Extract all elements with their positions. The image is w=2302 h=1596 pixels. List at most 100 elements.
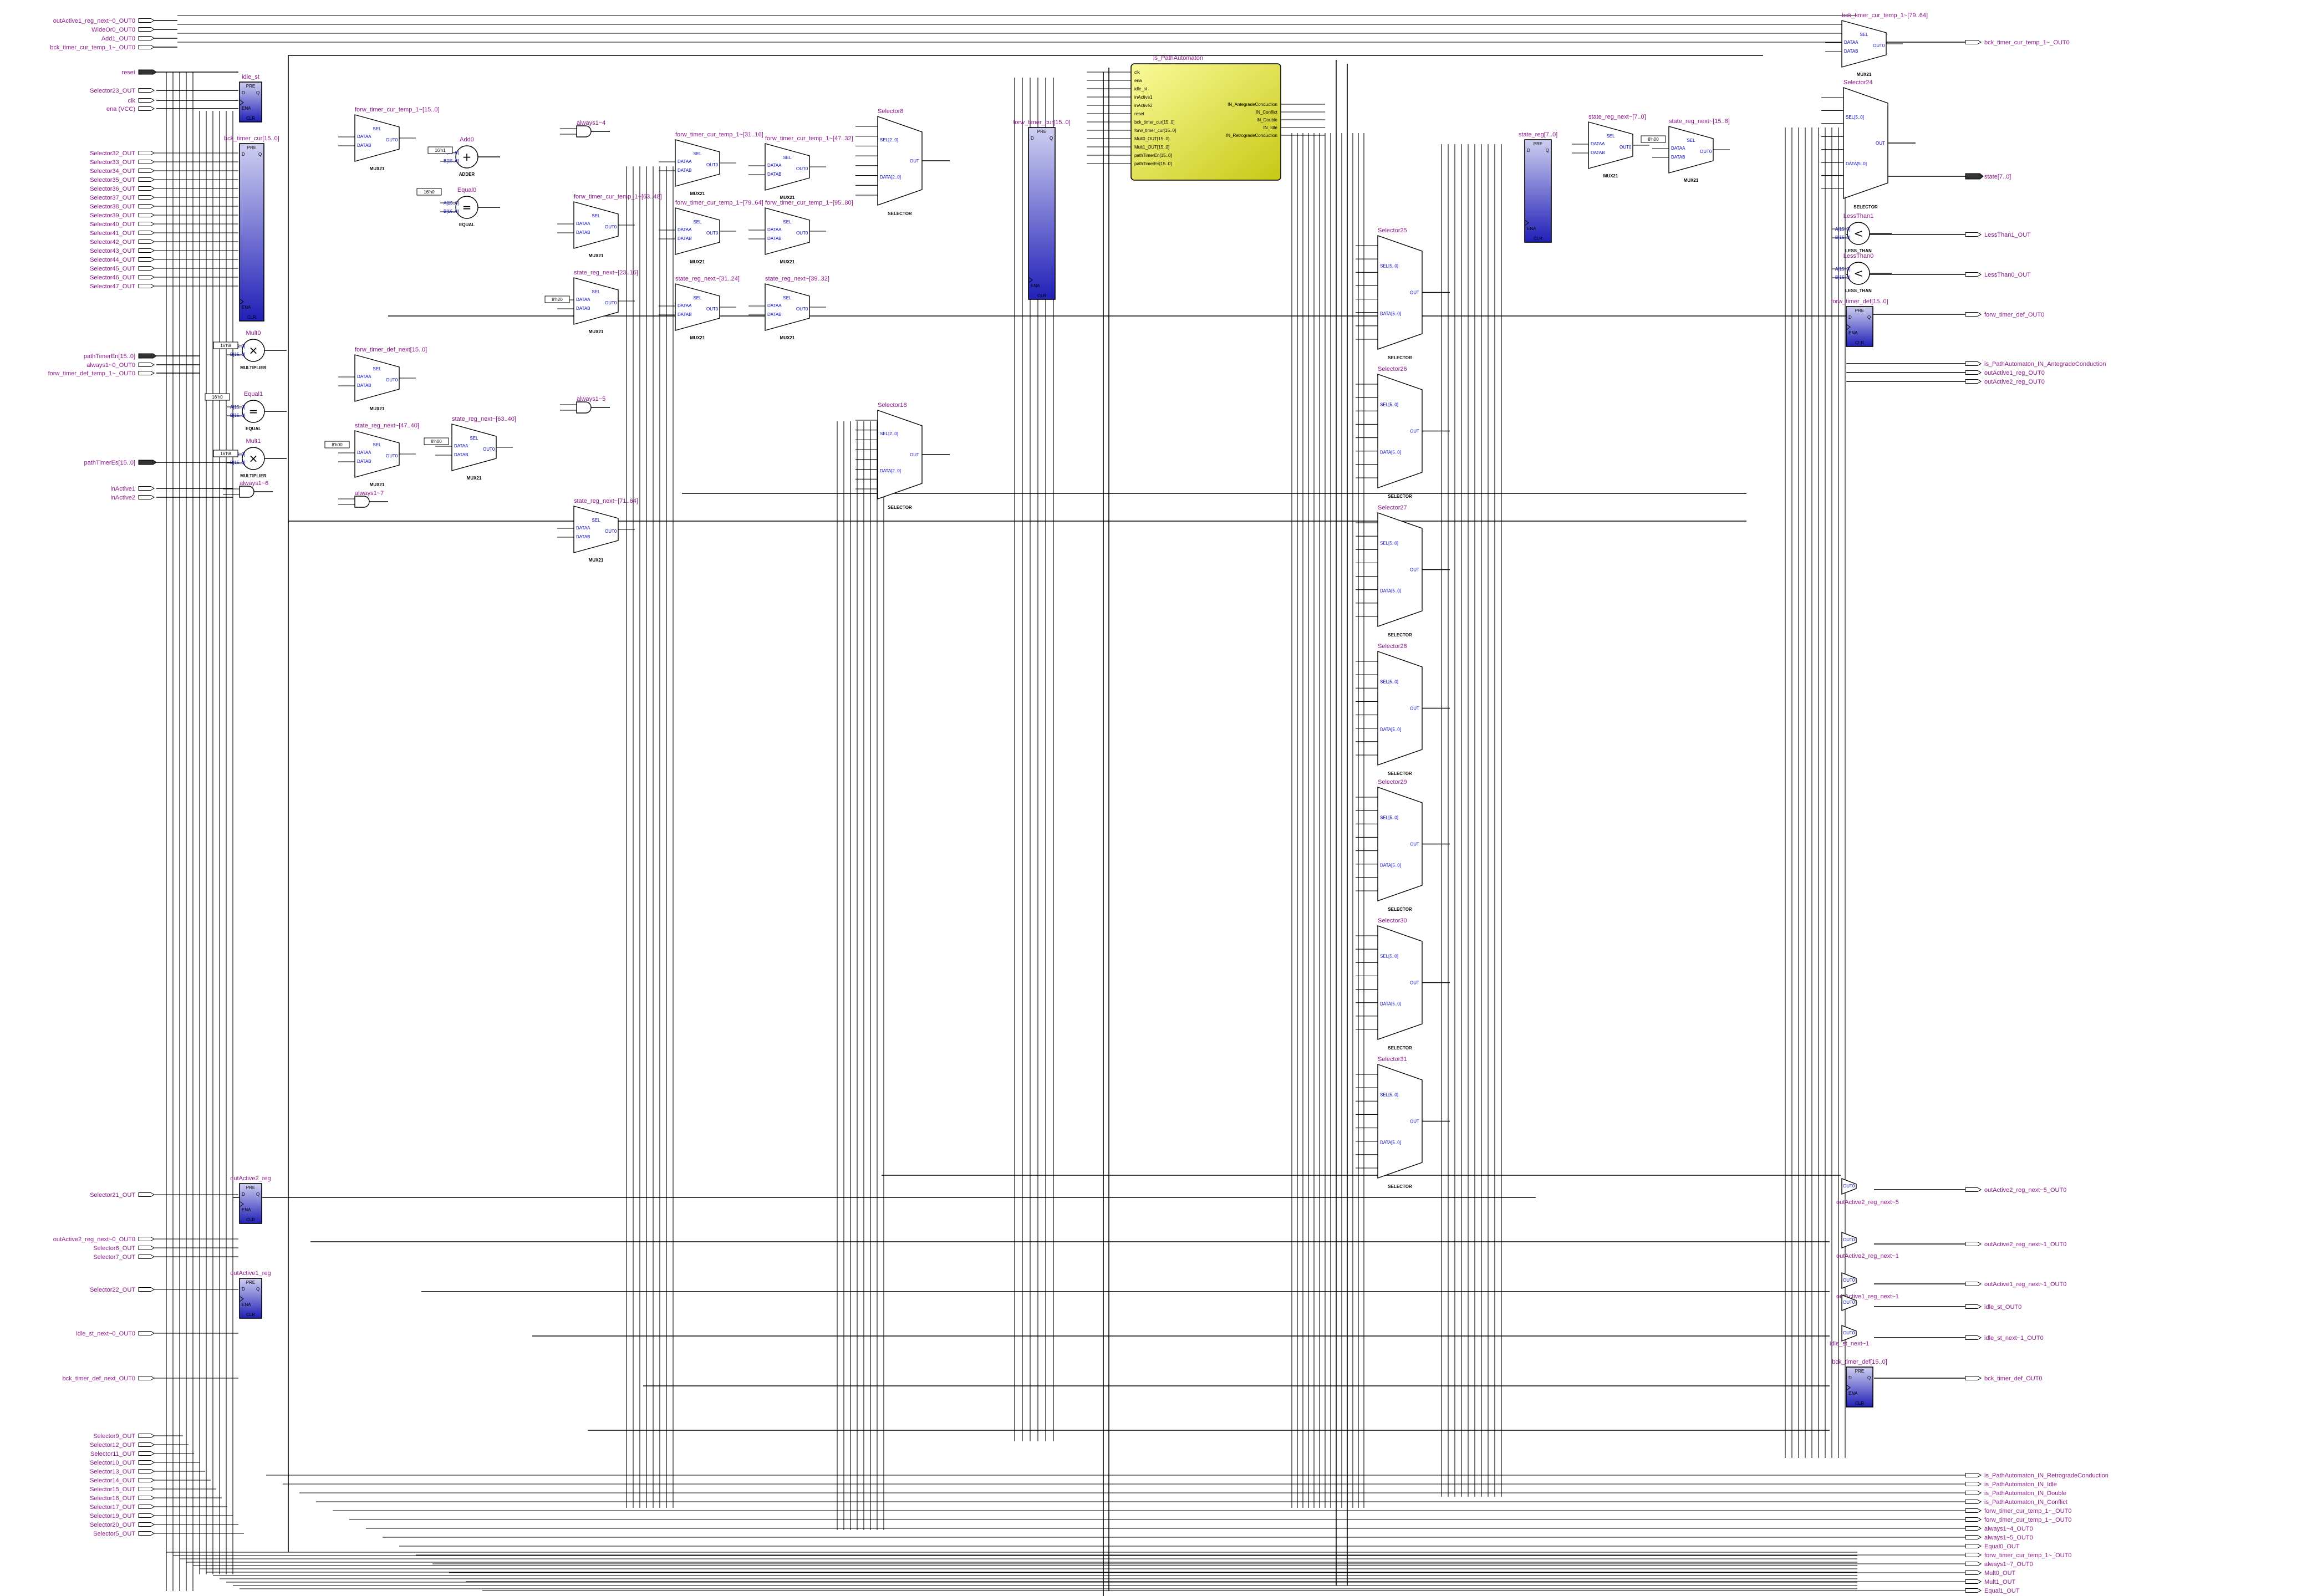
- mux-col4-b[interactable]: forw_timer_cur_temp_1~[95..80]SELDATAADA…: [765, 200, 853, 264]
- input-port[interactable]: Selector10_OUT: [90, 1460, 155, 1466]
- input-port[interactable]: Selector37_OUT: [90, 195, 155, 201]
- mux-forw-timer-cur-temp[interactable]: forw_timer_cur_temp_1~[15..0]SELDATAADAT…: [354, 106, 440, 171]
- input-port[interactable]: Selector7_OUT: [93, 1254, 155, 1261]
- input-port[interactable]: Selector22_OUT: [90, 1287, 155, 1293]
- op-equal1[interactable]: Equal1=A[15..0]B[15..0]EQUAL: [230, 391, 265, 431]
- output-port[interactable]: is_PathAutomaton_IN_RetrogradeConduction: [1965, 1472, 2109, 1479]
- input-port[interactable]: Selector17_OUT: [90, 1504, 155, 1511]
- input-port[interactable]: Selector38_OUT: [90, 203, 155, 210]
- input-port[interactable]: Selector20_OUT: [90, 1522, 155, 1528]
- input-port[interactable]: outActive1_reg_next~0_OUT0: [53, 18, 155, 24]
- output-port[interactable]: outActive2_reg_OUT0: [1965, 379, 2045, 385]
- output-port[interactable]: is_PathAutomaton_IN_Idle: [1965, 1481, 2057, 1488]
- output-port[interactable]: outActive1_reg_OUT0: [1965, 370, 2045, 376]
- fsm-block[interactable]: is_PathAutomaton clkenaidle_stinActive1i…: [1130, 55, 1281, 181]
- op-add0[interactable]: Add0+A[15..0]B[15..0]ADDER: [444, 136, 478, 177]
- gate-always1-5[interactable]: always1~5: [576, 396, 605, 414]
- output-port[interactable]: forw_timer_cur_temp_1~_OUT0: [1965, 1517, 2071, 1523]
- input-port[interactable]: Selector34_OUT: [90, 168, 155, 175]
- mux-col3-b[interactable]: forw_timer_cur_temp_1~[79..64]SELDATAADA…: [675, 200, 763, 264]
- input-port[interactable]: Selector13_OUT: [90, 1468, 155, 1475]
- input-port[interactable]: Selector45_OUT: [90, 266, 155, 272]
- output-port[interactable]: LessThan1_OUT: [1965, 232, 2031, 238]
- input-port[interactable]: Add1_OUT0: [101, 35, 155, 42]
- mux-col3-c[interactable]: state_reg_next~[31..24]SELDATAADATABOUT0…: [675, 276, 740, 340]
- mux-state-reg-next-a[interactable]: state_reg_next~[47..40]SELDATAADATABOUT0…: [354, 422, 419, 487]
- input-port[interactable]: Selector43_OUT: [90, 248, 155, 254]
- op-mult0[interactable]: Mult0×A[15..0]B[15..0]MULTIPLIER: [230, 330, 267, 370]
- input-port[interactable]: Selector9_OUT: [93, 1433, 155, 1440]
- input-port[interactable]: Selector33_OUT: [90, 159, 155, 166]
- output-port[interactable]: forw_timer_def_OUT0: [1965, 312, 2044, 318]
- input-port[interactable]: Selector36_OUT: [90, 186, 155, 192]
- input-port[interactable]: Selector11_OUT: [90, 1451, 155, 1457]
- output-port[interactable]: idle_st_next~1_OUT0: [1965, 1335, 2044, 1342]
- output-port[interactable]: state[7..0]: [1965, 173, 2011, 180]
- mux-state-reg-next-b[interactable]: state_reg_next~[63..40]SELDATAADATABOUT0…: [451, 416, 516, 481]
- output-port[interactable]: Mult1_OUT: [1965, 1579, 2016, 1585]
- output-port[interactable]: forw_timer_cur_temp_1~_OUT0: [1965, 1552, 2071, 1559]
- input-port[interactable]: pathTimerEn[15..0]: [84, 353, 157, 360]
- input-port[interactable]: Selector14_OUT: [90, 1477, 155, 1484]
- mux-col4-c[interactable]: state_reg_next~[39..32]SELDATAADATABOUT0…: [765, 276, 829, 340]
- gate-always1-6[interactable]: always1~6: [239, 480, 268, 498]
- output-port[interactable]: Equal1_OUT: [1965, 1588, 2020, 1594]
- output-port[interactable]: idle_st_OUT0: [1965, 1304, 2021, 1311]
- gate-always1-4[interactable]: always1~4: [576, 120, 605, 137]
- mux-state-next-right-b[interactable]: state_reg_next~[15..8]SELDATAADATABOUT0M…: [1668, 118, 1730, 183]
- input-port[interactable]: Selector23_OUT: [90, 88, 155, 94]
- input-port[interactable]: Selector41_OUT: [90, 230, 155, 237]
- input-port[interactable]: always1~0_OUT0: [86, 362, 155, 369]
- input-port[interactable]: Selector35_OUT: [90, 177, 155, 183]
- output-port[interactable]: outActive1_reg_next~1_OUT0: [1965, 1281, 2066, 1288]
- gate-idle-st[interactable]: OUT0: [1841, 1294, 1857, 1312]
- input-port[interactable]: bck_timer_cur_temp_1~_OUT0: [50, 44, 155, 51]
- input-port[interactable]: Selector16_OUT: [90, 1495, 155, 1502]
- output-port[interactable]: Equal0_OUT: [1965, 1543, 2020, 1550]
- input-port[interactable]: clk: [128, 98, 155, 104]
- output-port[interactable]: outActive2_reg_next~5_OUT0: [1965, 1187, 2066, 1194]
- output-port[interactable]: LessThan0_OUT: [1965, 272, 2031, 278]
- output-port[interactable]: always1~4_OUT0: [1965, 1526, 2033, 1532]
- input-port[interactable]: Selector5_OUT: [93, 1531, 155, 1537]
- gate-idle-st-next[interactable]: OUT0: [1841, 1324, 1857, 1342]
- op-lessthan0[interactable]: LessThan0<A[15..0]B[15..0]LESS_THAN: [1835, 253, 1873, 293]
- gate-always1-7[interactable]: always1~7: [354, 490, 384, 508]
- input-port[interactable]: Selector47_OUT: [90, 283, 155, 290]
- input-port[interactable]: inActive1: [110, 486, 155, 492]
- op-equal0[interactable]: Equal0=A[15..0]B[15..0]EQUAL: [444, 187, 478, 227]
- input-port[interactable]: Selector21_OUT: [90, 1192, 155, 1199]
- input-port[interactable]: Selector39_OUT: [90, 212, 155, 219]
- op-lessthan1[interactable]: LessThan1<A[15..0]B[15..0]LESS_THAN: [1835, 213, 1873, 253]
- mux-col3-a[interactable]: forw_timer_cur_temp_1~[31..16]SELDATAADA…: [675, 131, 763, 196]
- input-port[interactable]: inActive2: [110, 494, 155, 501]
- input-port[interactable]: Selector32_OUT: [90, 150, 155, 157]
- input-port[interactable]: Selector19_OUT: [90, 1513, 155, 1519]
- input-port[interactable]: reset: [122, 69, 157, 76]
- input-port[interactable]: forw_timer_def_temp_1~_OUT0: [48, 370, 155, 377]
- output-port[interactable]: always1~5_OUT0: [1965, 1534, 2033, 1541]
- output-port[interactable]: bck_timer_cur_temp_1~_OUT0: [1965, 39, 2070, 46]
- output-port[interactable]: outActive2_reg_next~1_OUT0: [1965, 1241, 2066, 1248]
- input-port[interactable]: bck_timer_def_next_OUT0: [63, 1375, 155, 1382]
- fsm-body[interactable]: [1130, 63, 1281, 181]
- input-port[interactable]: idle_st_next~0_OUT0: [76, 1330, 155, 1337]
- input-port[interactable]: Selector12_OUT: [90, 1442, 155, 1449]
- input-port[interactable]: Selector6_OUT: [93, 1245, 155, 1252]
